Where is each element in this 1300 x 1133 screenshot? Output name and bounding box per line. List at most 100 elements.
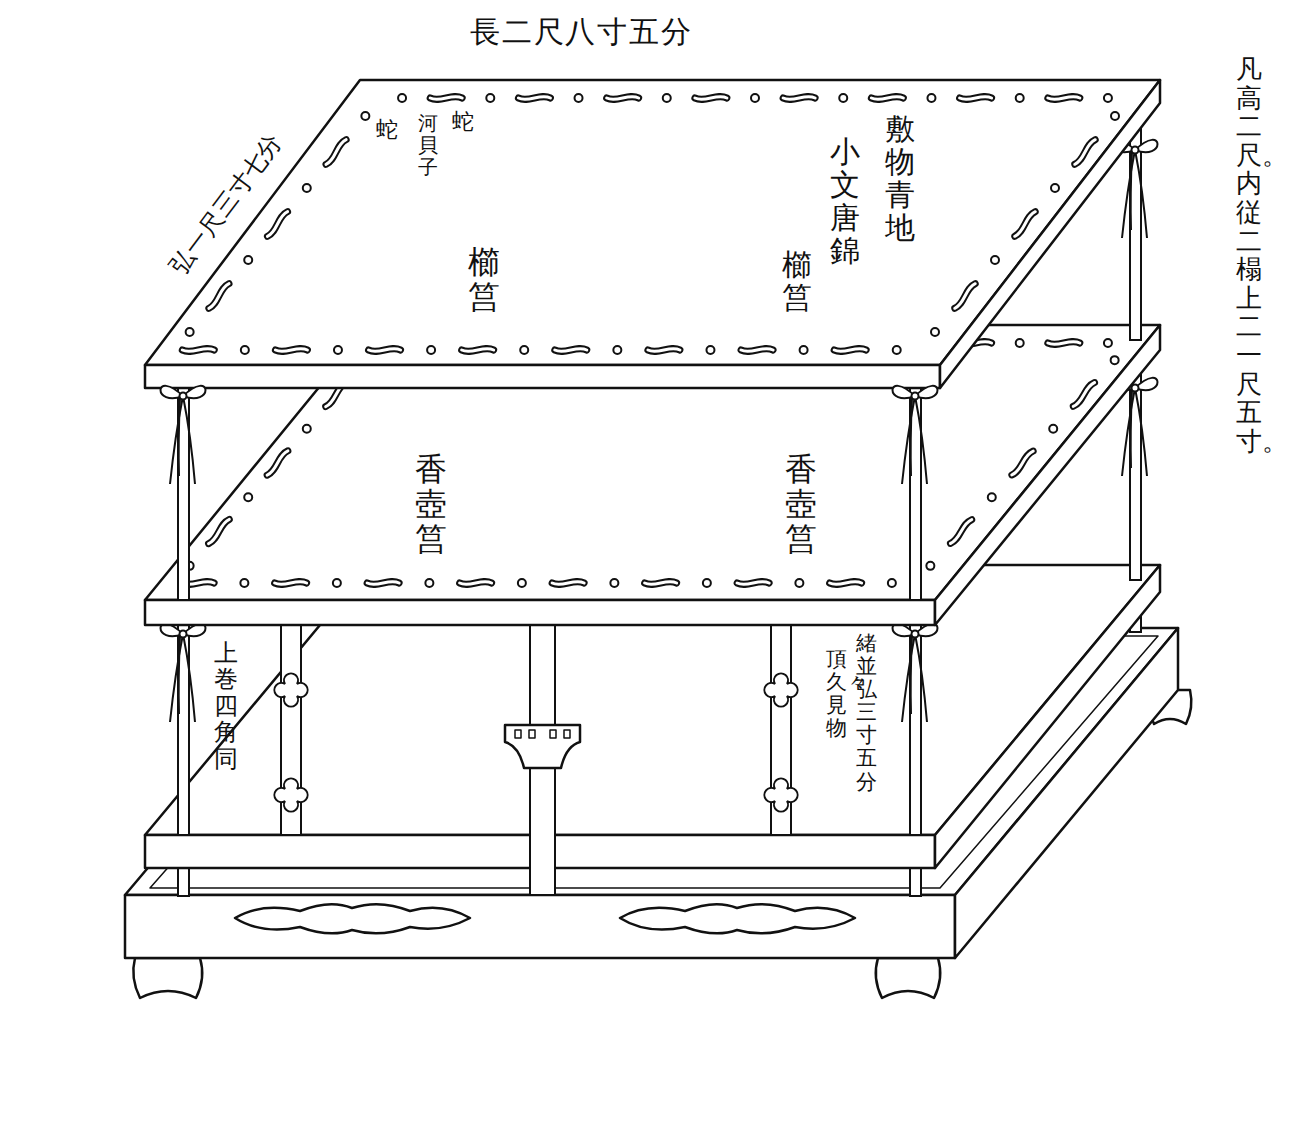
snake-mark	[737, 582, 769, 585]
shell-mark	[703, 579, 711, 587]
short-posts	[910, 866, 921, 896]
shell-mark	[751, 94, 759, 102]
shell-mark	[427, 346, 435, 354]
note-text: 緒並弘三寸五分	[856, 632, 877, 794]
shell-mark	[244, 256, 252, 264]
snake-mark	[834, 349, 866, 352]
shell-mark	[800, 346, 808, 354]
lower-posts	[564, 730, 570, 738]
snake-mark	[555, 349, 587, 352]
snake-mark	[1015, 212, 1035, 237]
tassel-knot	[183, 396, 195, 484]
quatrefoil-ornament	[274, 673, 797, 811]
snake-mark	[462, 349, 494, 352]
snake-mark	[182, 349, 214, 352]
shell-mark	[926, 562, 934, 570]
lower-board	[145, 565, 1160, 835]
snake-mark	[1048, 97, 1080, 100]
snake-mark	[460, 582, 492, 585]
quatrefoil-ornament	[274, 673, 307, 706]
snake-mark	[1048, 342, 1080, 345]
snake-mark	[1012, 451, 1033, 475]
shell-mark	[610, 579, 618, 587]
snake-mark	[209, 519, 230, 543]
quatrefoil-ornament	[274, 778, 307, 811]
snake-mark	[695, 97, 727, 100]
base-plinth	[235, 904, 470, 933]
snake-mark	[1048, 97, 1080, 100]
border-pattern	[182, 94, 1119, 354]
shell-mark	[613, 346, 621, 354]
lower-posts	[550, 730, 556, 738]
snake-mark	[648, 349, 680, 352]
tassel-knot	[179, 398, 180, 476]
tassel-knot	[161, 386, 938, 484]
dimension-label: 弘一尺三寸七分	[163, 127, 290, 280]
snake-mark	[830, 582, 862, 585]
snake-mark	[950, 520, 971, 544]
shell-mark	[991, 256, 999, 264]
snake-mark	[955, 284, 975, 309]
tassel-knot	[170, 634, 183, 722]
top-shelf	[145, 80, 1160, 388]
snake-mark	[1048, 342, 1080, 345]
tassel-knot	[183, 634, 195, 722]
shell-mark	[486, 94, 494, 102]
note-text: 凡高二尺。内従二榻上二一尺五寸。	[1236, 55, 1262, 455]
snake-mark	[518, 97, 550, 100]
tassel-knot	[915, 396, 927, 484]
tassel-knot	[902, 634, 915, 722]
pattern-label: 河貝子	[418, 112, 438, 178]
shell-mark	[1111, 112, 1119, 120]
material-label: 小文唐錦	[830, 135, 860, 267]
snake-mark	[830, 582, 862, 585]
snake-mark	[209, 284, 229, 309]
lower-posts	[529, 730, 535, 738]
shell-mark	[241, 346, 249, 354]
snake-mark	[1073, 383, 1094, 407]
shell-mark	[575, 94, 583, 102]
shell-mark	[1049, 425, 1057, 433]
shell-mark	[1104, 339, 1112, 347]
tassel-knot	[1122, 150, 1135, 238]
tassel-knot	[1131, 152, 1132, 230]
tassel-knot	[1132, 147, 1139, 154]
tassel-knot	[1132, 385, 1139, 392]
snake-mark	[834, 349, 866, 352]
snake-mark	[960, 97, 992, 100]
lower-board	[935, 565, 1160, 868]
snake-mark	[275, 349, 307, 352]
quatrefoil-ornament	[764, 778, 797, 811]
base-plinth	[133, 958, 202, 998]
snake-mark	[783, 97, 815, 100]
snake-mark	[871, 97, 903, 100]
snake-mark	[275, 582, 307, 585]
dimension-label: 長二尺八寸五分	[470, 12, 693, 53]
snake-mark	[1075, 140, 1095, 165]
tassel-knot	[1122, 388, 1135, 476]
snake-mark	[1015, 212, 1035, 237]
shell-mark	[1016, 339, 1024, 347]
snake-mark	[871, 97, 903, 100]
shell-mark	[1051, 184, 1059, 192]
snake-mark	[607, 97, 639, 100]
shell-mark	[303, 425, 311, 433]
top-shelf	[145, 80, 1160, 365]
shell-mark	[1111, 356, 1119, 364]
item-label: 香壺筥	[785, 452, 817, 558]
snake-mark	[430, 97, 462, 100]
base-plinth	[620, 904, 855, 933]
snake-mark	[367, 582, 399, 585]
tassel-knot	[902, 396, 915, 484]
top-shelf	[145, 365, 940, 388]
snake-mark	[267, 451, 288, 475]
item-label: 櫛筥	[468, 245, 500, 315]
snake-mark	[267, 451, 288, 475]
tassel-knot	[911, 636, 912, 714]
tassel-knot	[911, 398, 912, 476]
shell-mark	[240, 579, 248, 587]
shell-mark	[988, 493, 996, 501]
snake-mark	[369, 349, 401, 352]
shell-mark	[706, 346, 714, 354]
